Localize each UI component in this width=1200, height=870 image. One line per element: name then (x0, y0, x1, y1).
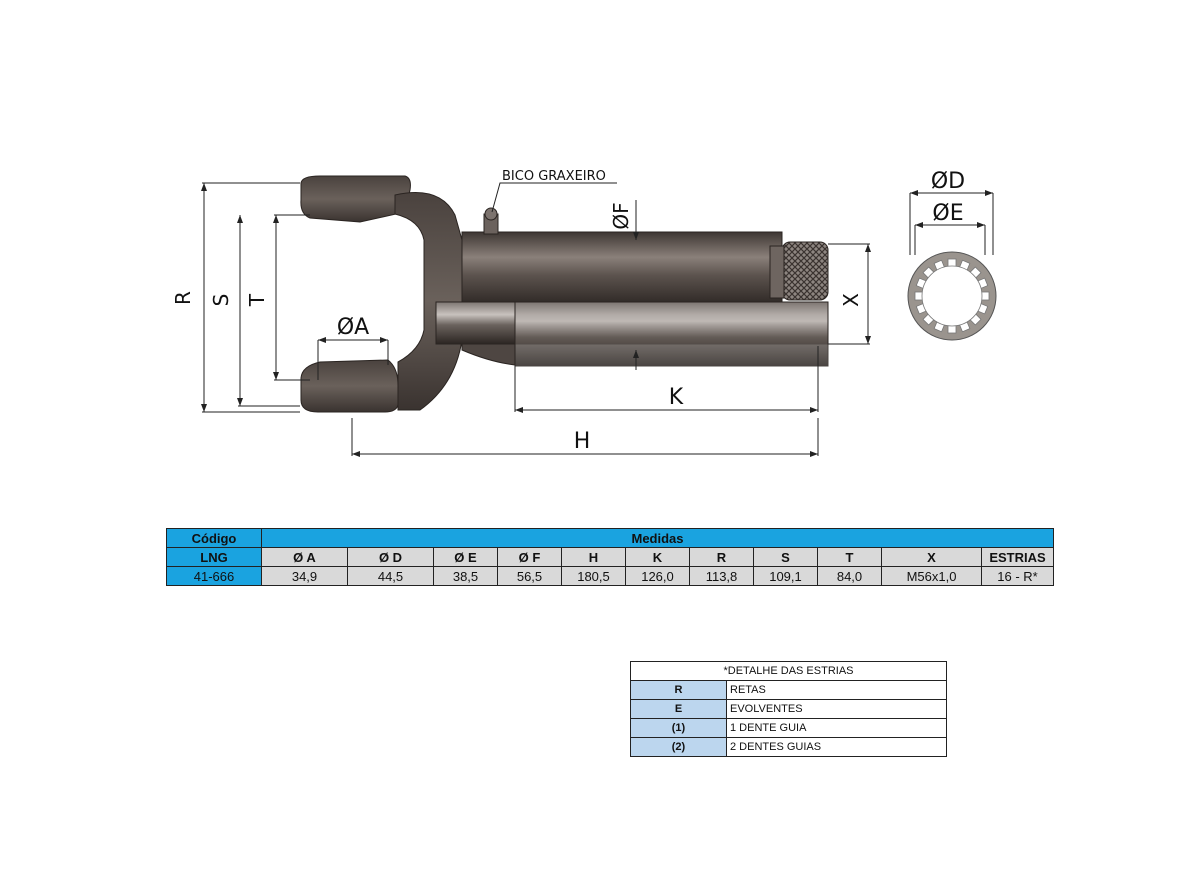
dim-label-k: K (669, 385, 684, 410)
dim-label-e: ØE (932, 201, 963, 226)
dim-label-a: ØA (337, 315, 369, 340)
dimension-lines (202, 182, 994, 456)
dim-label-d: ØD (931, 169, 965, 194)
column-header: R (689, 547, 754, 567)
legend-key: E (630, 699, 727, 719)
table-cell: 56,5 (497, 566, 562, 586)
spec-values-row: 41-666 34,9 44,5 38,5 56,5 180,5 126,0 1… (166, 566, 1054, 586)
technical-drawing: R S T ØA K H X ØF ØD ØE BICO GRAXEIRO (171, 169, 997, 457)
table-cell: 180,5 (561, 566, 626, 586)
column-header: ESTRIAS (981, 547, 1054, 567)
code-label: LNG (166, 547, 262, 567)
legend-desc: 1 DENTE GUIA (726, 718, 947, 738)
legend-key: (1) (630, 718, 727, 738)
legend-desc: RETAS (726, 680, 947, 700)
yoke-body (394, 192, 463, 411)
measures-header: Medidas (261, 528, 1054, 548)
spline-end-view (907, 251, 997, 341)
dim-label-x: X (839, 293, 863, 307)
table-cell: 34,9 (261, 566, 348, 586)
dimension-arrowheads (201, 183, 993, 457)
column-header: Ø A (261, 547, 348, 567)
legend-row: (2) 2 DENTES GUIAS (630, 737, 947, 757)
grease-fitting-label: BICO GRAXEIRO (502, 169, 606, 184)
column-header: Ø E (433, 547, 498, 567)
spec-columns-row: LNG Ø A Ø D Ø E Ø F H K R S T X ESTRIAS (166, 547, 1054, 567)
legend-row: E EVOLVENTES (630, 699, 947, 719)
yoke-upper-ear (300, 175, 411, 223)
dim-label-h: H (574, 429, 591, 454)
table-cell: 109,1 (753, 566, 818, 586)
spline-legend-table: *DETALHE DAS ESTRIAS R RETAS E EVOLVENTE… (630, 661, 947, 757)
dim-label-r: R (171, 291, 195, 305)
yoke-lower-ear (300, 359, 399, 413)
legend-row: R RETAS (630, 680, 947, 700)
grease-fitting (483, 207, 499, 235)
dim-label-t: T (245, 293, 269, 307)
slip-yoke-side-view (300, 175, 829, 413)
dim-label-f: ØF (609, 202, 633, 229)
knurled-nut (781, 241, 829, 301)
column-header: X (881, 547, 982, 567)
legend-row: (1) 1 DENTE GUIA (630, 718, 947, 738)
table-cell: M56x1,0 (881, 566, 982, 586)
table-cell: 113,8 (689, 566, 754, 586)
legend-title: *DETALHE DAS ESTRIAS (630, 661, 947, 681)
legend-desc: EVOLVENTES (726, 699, 947, 719)
table-cell: 84,0 (817, 566, 882, 586)
legend-key: (2) (630, 737, 727, 757)
spec-header-row: Código Medidas (166, 528, 1054, 548)
legend-desc: 2 DENTES GUIAS (726, 737, 947, 757)
table-cell: 44,5 (347, 566, 434, 586)
table-cell: 126,0 (625, 566, 690, 586)
shaft-barrel (461, 231, 783, 305)
column-header: T (817, 547, 882, 567)
dim-label-s: S (209, 294, 233, 307)
code-value: 41-666 (166, 566, 262, 586)
legend-key: R (630, 680, 727, 700)
column-header: H (561, 547, 626, 567)
spec-table: Código Medidas LNG Ø A Ø D Ø E Ø F H K R… (166, 528, 1054, 586)
column-header: K (625, 547, 690, 567)
code-header: Código (166, 528, 262, 548)
table-cell: 38,5 (433, 566, 498, 586)
column-header: Ø D (347, 547, 434, 567)
table-cell: 16 - R* (981, 566, 1054, 586)
column-header: S (753, 547, 818, 567)
column-header: Ø F (497, 547, 562, 567)
